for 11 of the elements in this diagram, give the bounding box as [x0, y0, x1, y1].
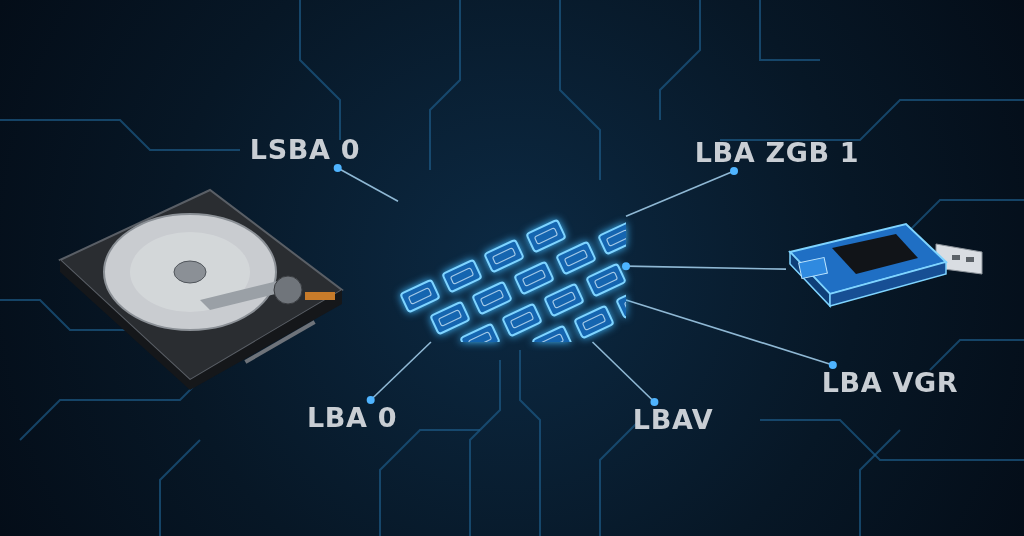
address-label: LBA VGR: [821, 365, 959, 400]
address-label: LBAV: [632, 402, 714, 437]
leader-line: [333, 164, 399, 202]
leader-line: [591, 341, 659, 406]
leader-line: [366, 341, 432, 404]
address-label: LSBA 0: [249, 132, 361, 167]
leader-line: [625, 299, 837, 369]
address-label: LBA 0: [306, 400, 398, 435]
leader-line: [622, 262, 787, 271]
leader-line: [625, 167, 739, 218]
address-label: LBA ZGB 1: [694, 135, 860, 170]
